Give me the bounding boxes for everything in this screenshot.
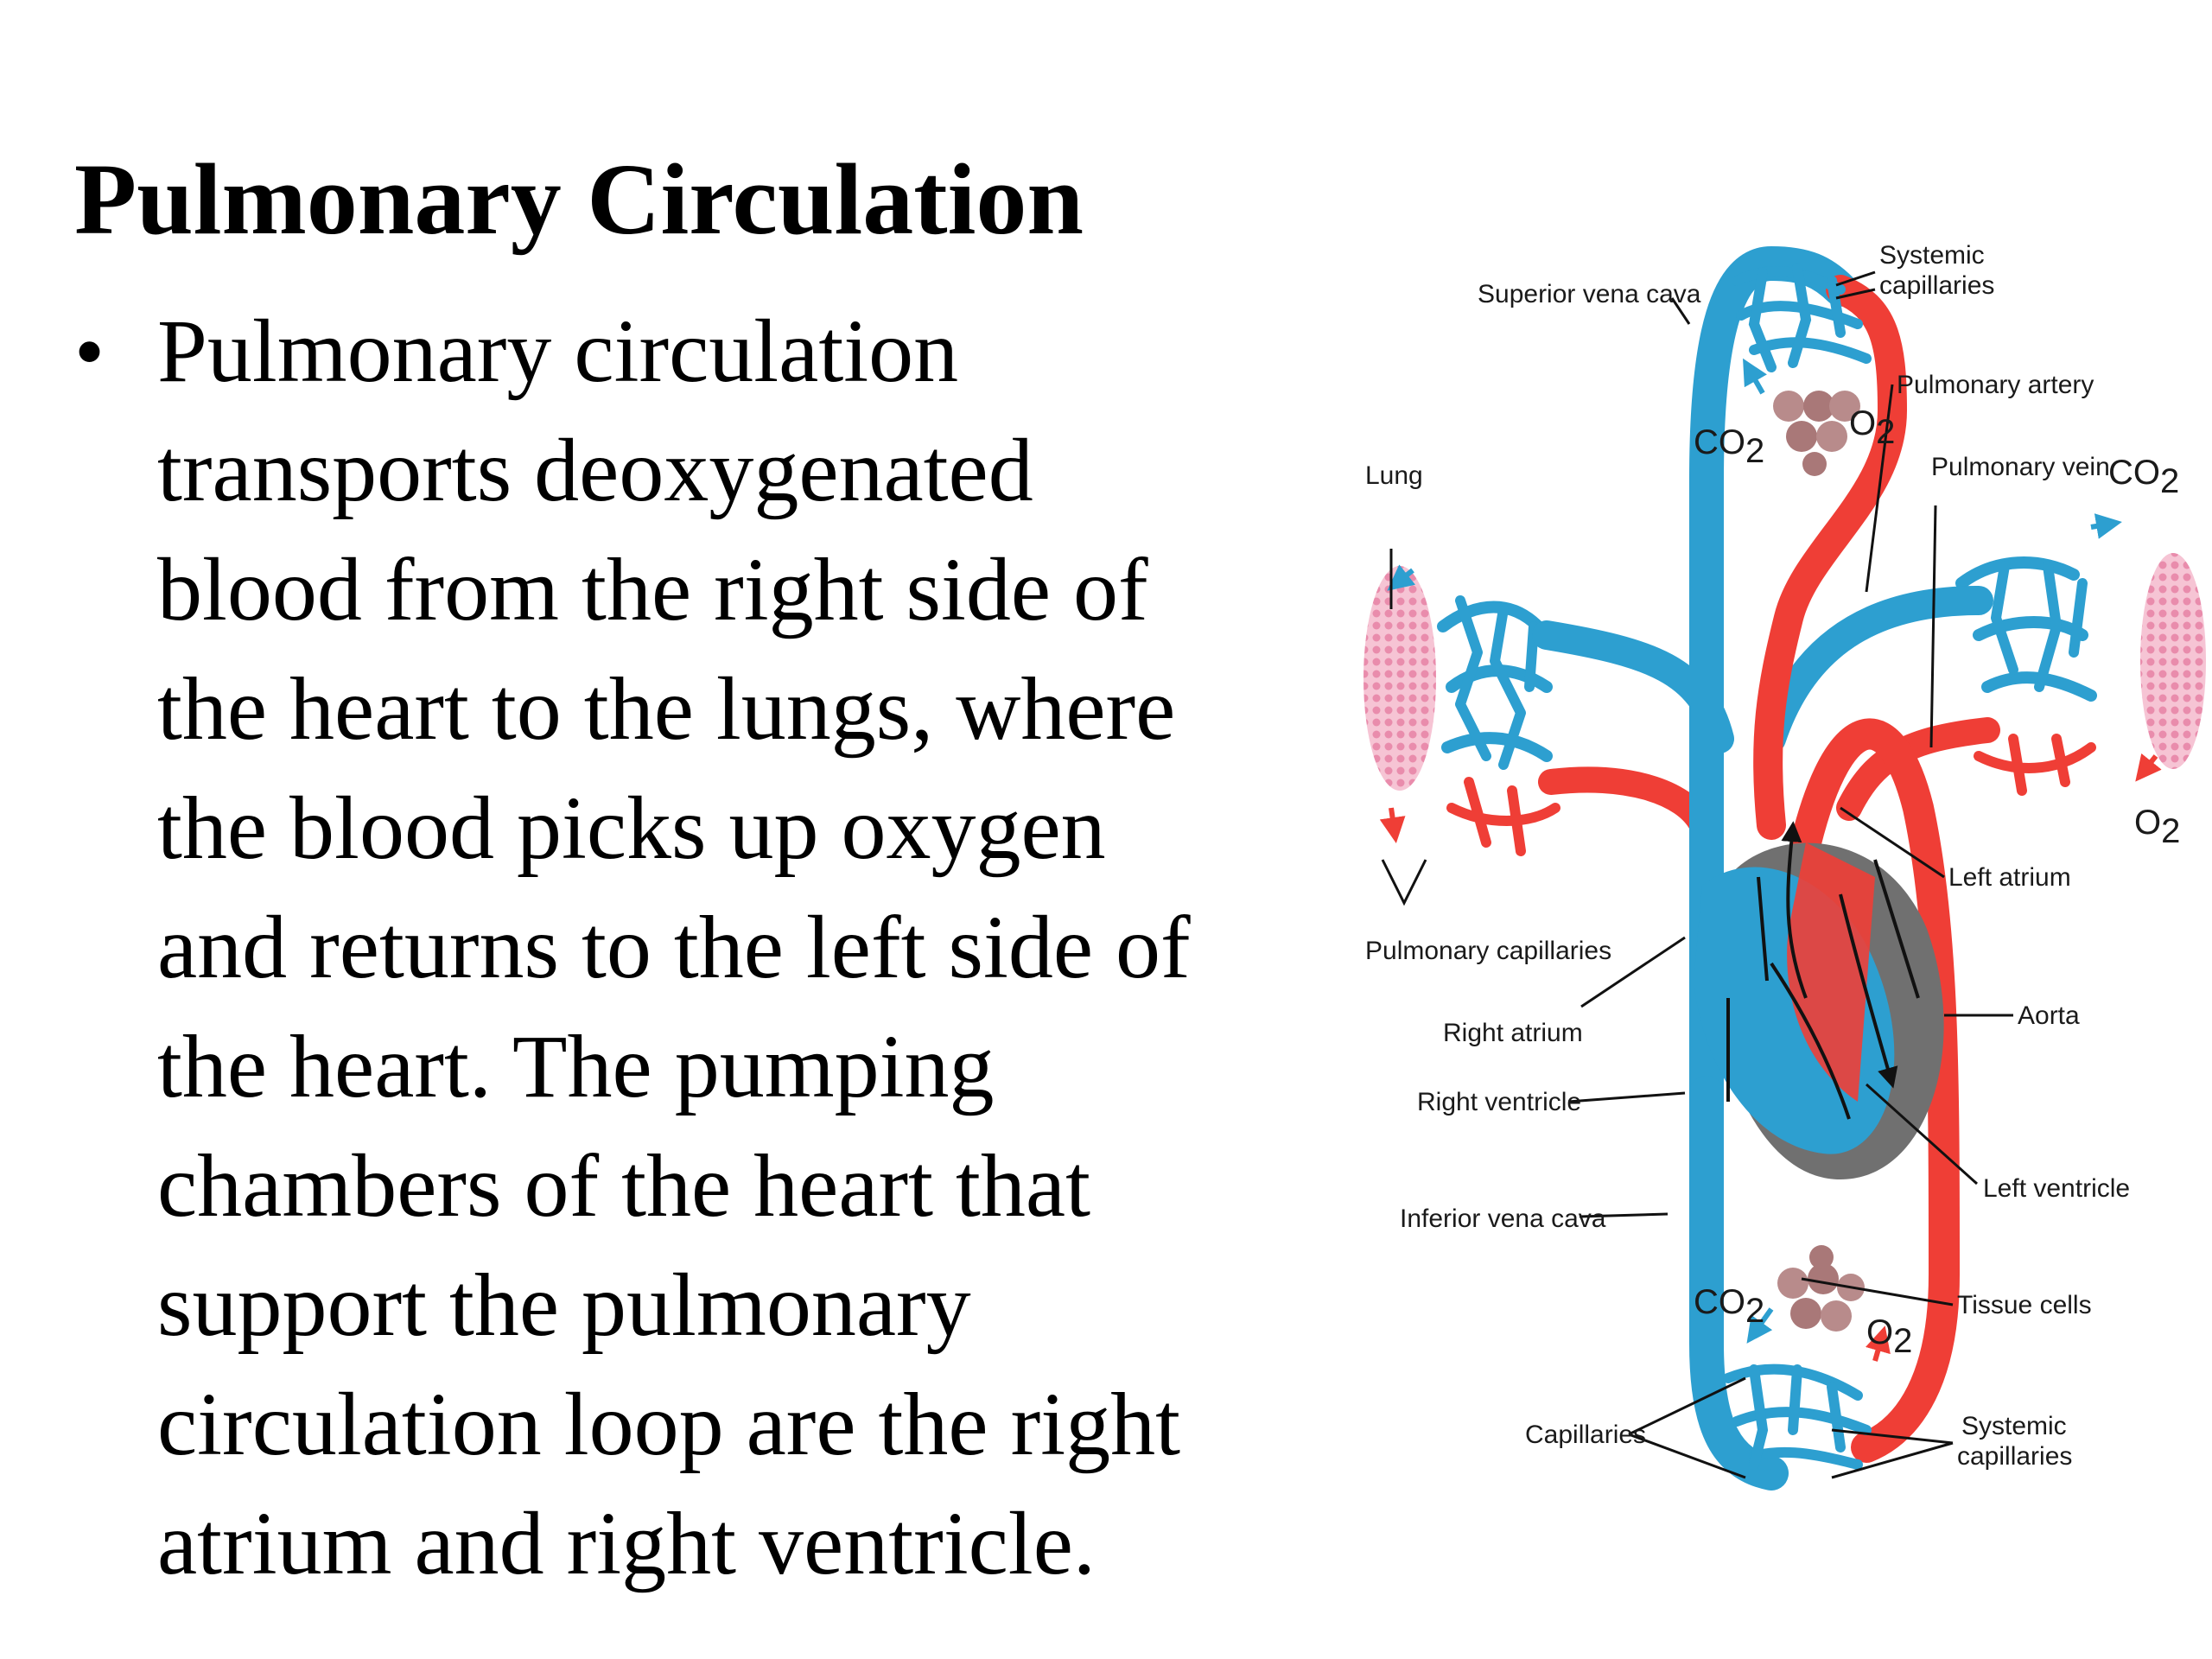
- label-aorta: Aorta: [2018, 1001, 2080, 1030]
- label-systemic-capillaries-bottom-2: capillaries: [1957, 1442, 2072, 1471]
- label-co2-top: CO2: [1694, 423, 1764, 470]
- bullet-line: blood from the right side of: [157, 540, 1148, 639]
- circulation-diagram: Superior vena cava Systemic capillaries …: [1363, 241, 2206, 1491]
- bullet-line: the heart to the lungs, where: [157, 659, 1176, 759]
- label-co2-bottom: CO2: [1694, 1283, 1764, 1330]
- leader-lines: [1381, 270, 2013, 1479]
- co2-symbol: CO: [1694, 423, 1745, 461]
- label-systemic-capillaries-top-2: capillaries: [1879, 271, 1994, 300]
- bullet-dot: •: [74, 303, 105, 399]
- label-co2-right-lung: CO2: [2108, 454, 2179, 500]
- label-right-ventricle: Right ventricle: [1417, 1088, 1581, 1116]
- label-tissue-cells: Tissue cells: [1957, 1291, 2092, 1319]
- co2-symbol: CO: [2108, 454, 2160, 492]
- o2-subscript: 2: [1876, 413, 1895, 451]
- bullet-list: • Pulmonary circulation transports deoxy…: [74, 292, 1336, 1604]
- bullet-line: chambers of the heart that: [157, 1136, 1090, 1236]
- heart: [1694, 825, 1944, 1179]
- right-lung: [2140, 553, 2206, 769]
- label-capillaries: Capillaries: [1525, 1421, 1646, 1449]
- bullet-line: transports deoxygenated: [157, 421, 1033, 520]
- co2-subscript: 2: [2160, 462, 2179, 500]
- label-o2-top: O2: [1849, 404, 1895, 451]
- gas-exchange-arrows: [1379, 358, 2162, 1362]
- label-superior-vena-cava: Superior vena cava: [1478, 280, 1701, 308]
- label-systemic-capillaries-top: Systemic: [1879, 241, 1985, 270]
- bullet-line: Pulmonary circulation: [157, 302, 959, 401]
- left-lung: [1363, 566, 1436, 791]
- bullet-line: support the pulmonary: [157, 1255, 971, 1355]
- label-pulmonary-vein: Pulmonary vein: [1931, 453, 2110, 481]
- bottom-systemic-capillaries: [1723, 1363, 1872, 1470]
- co2-symbol: CO: [1694, 1283, 1745, 1321]
- label-o2-bottom: O2: [1866, 1313, 1912, 1360]
- o2-symbol: O: [1866, 1313, 1893, 1351]
- slide-title: Pulmonary Circulation: [74, 143, 1084, 256]
- bullet-text: Pulmonary circulation transports deoxyge…: [157, 292, 1336, 1604]
- label-right-atrium: Right atrium: [1443, 1019, 1583, 1047]
- label-o2-right-lung: O2: [2134, 804, 2180, 850]
- label-pulmonary-artery: Pulmonary artery: [1897, 371, 2094, 399]
- bullet-line: circulation loop are the right: [157, 1375, 1181, 1474]
- bullet-line: the heart. The pumping: [157, 1017, 995, 1116]
- bullet-line: and returns to the left side of: [157, 898, 1191, 997]
- label-systemic-capillaries-bottom: Systemic: [1961, 1412, 2067, 1440]
- co2-subscript: 2: [1745, 432, 1764, 470]
- label-left-ventricle: Left ventricle: [1983, 1174, 2130, 1203]
- co2-subscript: 2: [1745, 1292, 1764, 1330]
- o2-symbol: O: [1849, 404, 1876, 442]
- top-systemic-capillaries: [1732, 263, 1872, 372]
- o2-subscript: 2: [1893, 1322, 1912, 1360]
- o2-subscript: 2: [2161, 812, 2180, 850]
- right-pulmonary-capillaries: [1955, 556, 2097, 796]
- bullet-line: the blood picks up oxygen: [157, 779, 1106, 878]
- bullet-line: atrium and right ventricle.: [157, 1494, 1096, 1593]
- top-tissue-cells: [1773, 391, 1860, 476]
- label-inferior-vena-cava: Inferior vena cava: [1400, 1205, 1606, 1233]
- bullet-item: • Pulmonary circulation transports deoxy…: [74, 292, 1336, 1604]
- label-pulmonary-capillaries: Pulmonary capillaries: [1365, 937, 1611, 965]
- label-lung: Lung: [1365, 461, 1423, 490]
- label-left-atrium: Left atrium: [1948, 863, 2071, 892]
- o2-symbol: O: [2134, 804, 2161, 842]
